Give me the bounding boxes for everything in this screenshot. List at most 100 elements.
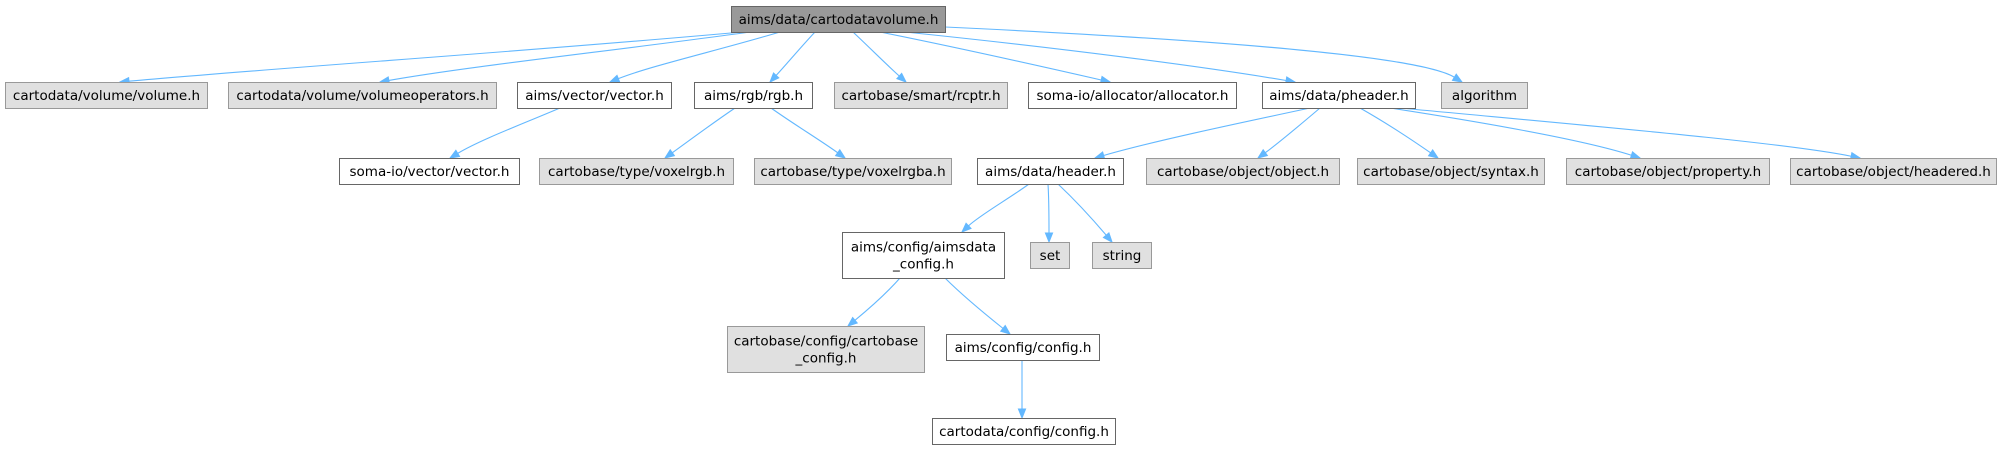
node-box (1441, 82, 1528, 109)
arrowhead-icon (896, 72, 908, 83)
node-cartobase-config: cartobase/config/cartobase_config.h (727, 326, 925, 373)
edge-line (968, 183, 1030, 227)
node-box (517, 82, 672, 109)
node-aims-config[interactable]: aims/config/config.h (946, 334, 1100, 361)
node-headered: cartobase/object/headered.h (1790, 158, 1997, 185)
edge-aims_vector-to-somaio_vector (448, 107, 561, 159)
node-label: aims/vector/vector.h (525, 88, 664, 104)
edge-aimsdata_config-to-cartobase_config (846, 277, 901, 327)
edge-header-to-aimsdata_config (961, 183, 1030, 233)
node-label: cartobase/type/voxelrgb.h (548, 164, 725, 180)
node-box (1262, 82, 1416, 109)
node-box (1146, 158, 1340, 185)
edge-cartodatavolume-to-volume (118, 31, 743, 86)
node-label: aims/data/pheader.h (1269, 88, 1408, 104)
node-voxelrgba: cartobase/type/voxelrgba.h (754, 158, 952, 185)
node-rgb[interactable]: aims/rgb/rgb.h (694, 82, 813, 109)
edge-cartodatavolume-to-pheader (904, 31, 1297, 85)
node-box (834, 82, 1008, 109)
edge-line (1264, 107, 1321, 154)
edge-cartodatavolume-to-algorithm (944, 26, 1464, 83)
graph-nodes: aims/data/cartodatavolume.h cartodata/vol… (5, 6, 1997, 445)
node-box (1357, 158, 1545, 185)
node-algorithm: algorithm (1441, 82, 1528, 109)
node-header[interactable]: aims/data/header.h (977, 158, 1124, 185)
node-volumeoperators: cartodata/volume/volumeoperators.h (228, 82, 497, 109)
node-box (228, 82, 497, 109)
node-box (1566, 158, 1770, 185)
node-aimsdata-config[interactable]: aims/config/aimsdata_config.h (842, 232, 1005, 279)
edge-line (1399, 107, 1852, 157)
node-volume: cartodata/volume/volume.h (5, 82, 208, 109)
node-label: _config.h (795, 351, 857, 367)
node-box (932, 418, 1116, 445)
node-label: cartobase/object/headered.h (1796, 164, 1991, 180)
edge-line (854, 277, 901, 321)
edge-line (457, 107, 561, 154)
edge-line (852, 31, 900, 77)
edge-cartodatavolume-to-allocator (879, 31, 1112, 85)
arrowhead-icon (1629, 150, 1642, 160)
node-pheader[interactable]: aims/data/pheader.h (1262, 82, 1416, 109)
node-label: aims/data/cartodatavolume.h (739, 12, 939, 28)
edge-aims_config-to-cartodata_config (1017, 360, 1027, 420)
edge-line (770, 107, 839, 154)
arrowhead-icon (834, 148, 847, 159)
edge-rgb-to-voxelrgb (663, 107, 736, 159)
arrowhead-icon (1017, 408, 1027, 420)
edge-line (128, 31, 743, 82)
edge-line (671, 107, 736, 154)
arrowhead-icon (961, 222, 972, 233)
node-cartodatavolume[interactable]: aims/data/cartodatavolume.h (731, 6, 946, 33)
node-label: cartobase/object/syntax.h (1363, 164, 1539, 180)
edge-pheader-to-object (1256, 107, 1321, 159)
edge-aimsdata_config-to-aims_config (944, 277, 1012, 335)
edge-line (1057, 183, 1107, 236)
node-label: cartobase/smart/rcptr.h (841, 88, 1000, 104)
edge-line (944, 277, 1004, 329)
node-label: aims/data/header.h (985, 164, 1116, 180)
arrowhead-icon (846, 316, 859, 327)
edge-cartodatavolume-to-volumeoperators (378, 31, 751, 85)
node-box (339, 158, 520, 185)
edge-line (904, 31, 1287, 82)
edge-pheader-to-syntax (1359, 107, 1440, 159)
arrowhead-icon (663, 148, 676, 159)
node-box (727, 326, 925, 373)
node-somaio-vector[interactable]: soma-io/vector/vector.h (339, 158, 520, 185)
edge-line (775, 31, 816, 76)
node-label: cartobase/object/object.h (1157, 164, 1329, 180)
node-label: cartobase/object/property.h (1575, 164, 1761, 180)
node-label: string (1103, 248, 1142, 264)
node-label: soma-io/allocator/allocator.h (1037, 88, 1229, 104)
edge-rgb-to-voxelrgba (770, 107, 847, 159)
arrowhead-icon (1093, 151, 1106, 160)
node-set: set (1030, 242, 1070, 269)
edge-header-to-string (1057, 183, 1113, 244)
node-allocator[interactable]: soma-io/allocator/allocator.h (1028, 82, 1237, 109)
arrowhead-icon (1256, 148, 1269, 159)
arrowhead-icon (769, 72, 780, 83)
edge-cartodatavolume-to-rgb (769, 31, 816, 83)
node-label: _config.h (892, 257, 954, 273)
node-string: string (1092, 242, 1152, 269)
node-box (977, 158, 1124, 185)
node-box (1030, 242, 1070, 269)
node-voxelrgb: cartobase/type/voxelrgb.h (539, 158, 734, 185)
node-label: cartodata/volume/volumeoperators.h (236, 88, 488, 104)
node-label: algorithm (1452, 88, 1517, 104)
arrowhead-icon (999, 324, 1012, 335)
node-label: aims/config/aimsdata (851, 240, 996, 256)
node-label: cartobase/type/voxelrgba.h (760, 164, 945, 180)
node-box (1028, 82, 1237, 109)
node-label: aims/config/config.h (955, 340, 1092, 356)
node-label: soma-io/vector/vector.h (350, 164, 510, 180)
node-box (754, 158, 952, 185)
edge-line (944, 26, 1455, 78)
node-aims-vector[interactable]: aims/vector/vector.h (517, 82, 672, 109)
edge-header-to-set (1044, 183, 1054, 244)
node-label: cartodata/volume/volume.h (13, 88, 200, 104)
node-cartodata-config[interactable]: cartodata/config/config.h (932, 418, 1116, 445)
node-property: cartobase/object/property.h (1566, 158, 1770, 185)
